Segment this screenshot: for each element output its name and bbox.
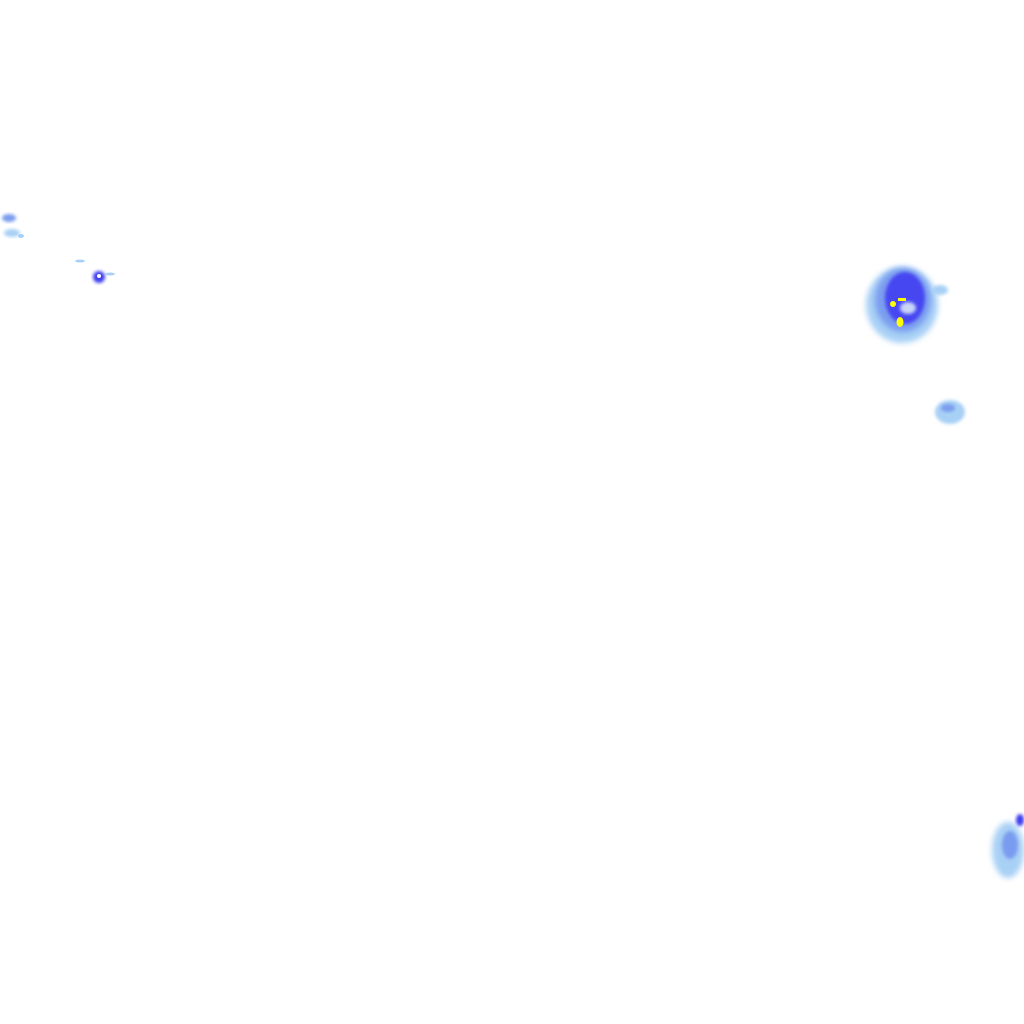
- storm-cell-southeast: [992, 814, 1024, 878]
- storm-cell-west: [75, 259, 115, 283]
- storm-cell-far-west: [2, 214, 24, 238]
- storm-cell-northeast: [866, 267, 948, 343]
- storm-cell-east: [935, 400, 965, 424]
- intense-cell: [890, 301, 896, 307]
- intense-cell: [896, 317, 904, 327]
- intense-cell: [898, 298, 906, 301]
